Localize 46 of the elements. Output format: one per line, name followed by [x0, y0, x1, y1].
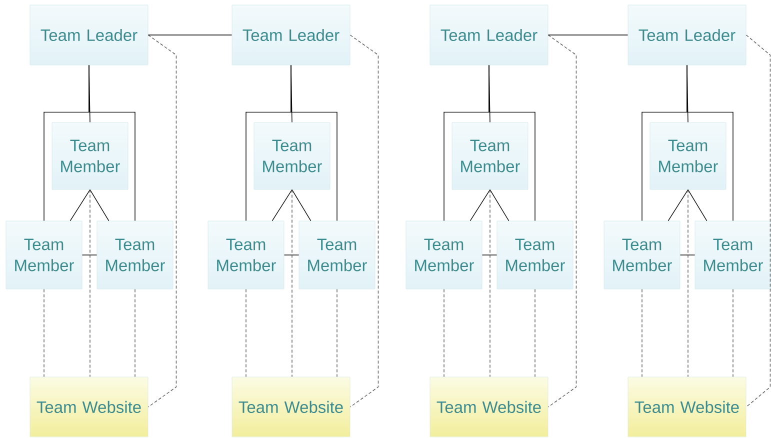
member-box: Team Member [96, 220, 174, 290]
member-box: Team Member [406, 220, 482, 290]
member-box: Team Member [6, 220, 82, 290]
connector-line [668, 189, 688, 222]
connector-line [534, 288, 536, 378]
leader-box: Team Leader [232, 4, 350, 66]
connector-line [290, 64, 338, 222]
connector-line [548, 34, 628, 36]
connector-line [350, 34, 379, 408]
member-box: Team Member [208, 220, 284, 290]
leader-box: Team Leader [30, 4, 148, 66]
connector-line [82, 254, 98, 256]
connector-line [488, 64, 536, 222]
connector-line [134, 288, 136, 378]
member-box: Team Member [604, 220, 680, 290]
website-box: Team Website [232, 376, 350, 438]
connector-line [148, 34, 232, 36]
connector-line [272, 189, 292, 222]
website-box: Team Website [628, 376, 746, 438]
connector-line [148, 34, 177, 408]
connector-line [90, 189, 110, 222]
member-box: Team Member [298, 220, 376, 290]
connector-line [746, 34, 771, 408]
member-box: Team Member [254, 122, 330, 190]
member-box: Team Member [452, 122, 528, 190]
website-box: Team Website [430, 376, 548, 438]
connector-line [88, 64, 136, 222]
connector-line [70, 189, 90, 222]
connector-line [292, 189, 312, 222]
connector-line [688, 189, 708, 222]
leader-box: Team Leader [430, 4, 548, 66]
connector-line [490, 189, 510, 222]
connector-line [284, 254, 300, 256]
member-box: Team Member [694, 220, 771, 290]
connector-line [732, 288, 734, 378]
connector-line [686, 64, 734, 222]
connector-line [680, 254, 696, 256]
member-box: Team Member [496, 220, 574, 290]
connector-line [336, 288, 338, 378]
connector-line [470, 189, 490, 222]
member-box: Team Member [650, 122, 726, 190]
member-box: Team Member [52, 122, 128, 190]
website-box: Team Website [30, 376, 148, 438]
connector-line [482, 254, 498, 256]
leader-box: Team Leader [628, 4, 746, 66]
connector-line [548, 34, 577, 408]
